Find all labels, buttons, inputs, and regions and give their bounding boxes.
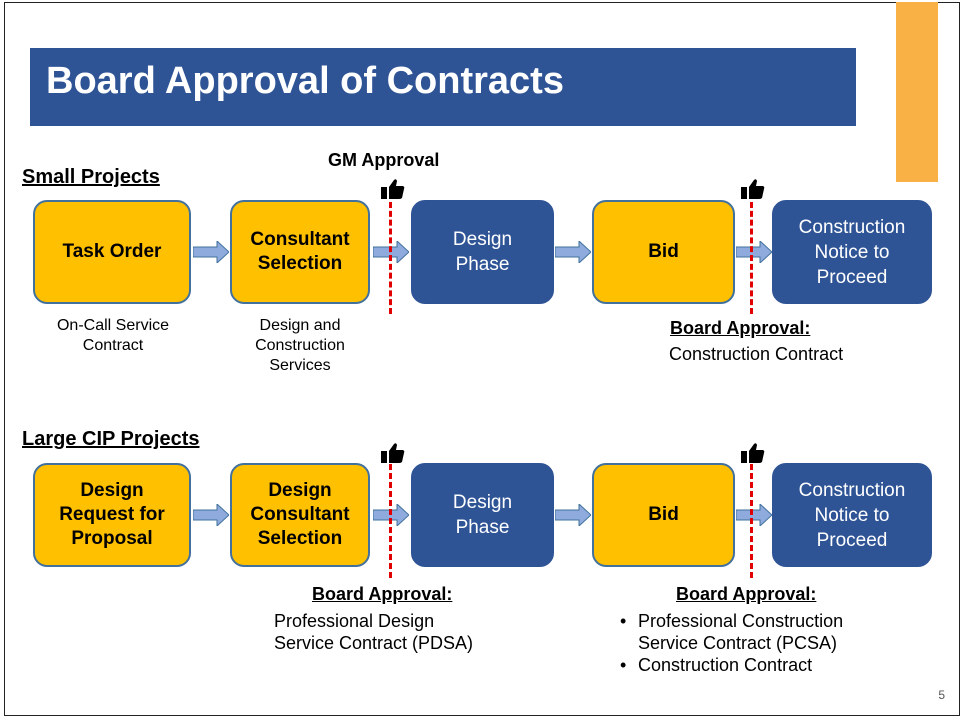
gm-approval-label: GM Approval xyxy=(328,150,440,170)
construction-approval-list: Professional Construction Service Contra… xyxy=(620,610,843,676)
task-order-box: Task Order xyxy=(33,200,191,304)
board-approval-divider xyxy=(750,202,753,314)
design-rfp-box: Design Request for Proposal xyxy=(33,463,191,567)
bid-label: Bid xyxy=(648,504,679,525)
arrow-right-icon xyxy=(736,241,772,263)
design-rfp-label: Design Request for Proposal xyxy=(59,480,165,549)
thumbs-up-icon xyxy=(381,443,405,463)
bid-box: Bid xyxy=(592,463,735,567)
consultant-selection-box: Consultant Selection xyxy=(230,200,370,304)
consultant-selection-label: Consultant Selection xyxy=(250,229,350,274)
board-approval-heading: Board Approval: xyxy=(676,584,817,604)
design-phase-box: Design Phase xyxy=(411,463,554,567)
arrow-right-icon xyxy=(736,504,772,526)
arrow-right-icon xyxy=(555,504,591,526)
thumbs-up-icon xyxy=(381,179,405,199)
list-item: Professional Construction Service Contra… xyxy=(620,610,843,654)
slide-title: Board Approval of Contracts xyxy=(46,60,564,102)
construction-ntp-box: Construction Notice to Proceed xyxy=(772,200,932,304)
thumbs-up-icon xyxy=(741,179,765,199)
title-bar xyxy=(30,48,856,126)
construction-ntp-label: Construction Notice to Proceed xyxy=(798,479,906,551)
construction-ntp-label: Construction Notice to Proceed xyxy=(798,216,906,288)
small-projects-label: Small Projects xyxy=(22,166,160,188)
board-approval-divider xyxy=(750,464,753,578)
board-approval-heading: Board Approval: xyxy=(670,318,811,338)
board-approval-divider xyxy=(389,464,392,578)
accent-bar xyxy=(896,2,938,182)
design-consultant-box: Design Consultant Selection xyxy=(230,463,370,567)
bid-box: Bid xyxy=(592,200,735,304)
arrow-right-icon xyxy=(193,504,229,526)
arrow-right-icon xyxy=(555,241,591,263)
design-phase-label: Design Phase xyxy=(452,229,513,275)
large-projects-label: Large CIP Projects xyxy=(22,428,200,450)
consultant-caption: Design and Construction Services xyxy=(255,317,345,374)
arrow-right-icon xyxy=(193,241,229,263)
board-approval-heading: Board Approval: xyxy=(312,584,453,604)
design-phase-box: Design Phase xyxy=(411,200,554,304)
task-order-caption: On-Call Service Contract xyxy=(56,317,170,354)
task-order-label: Task Order xyxy=(62,241,162,262)
design-phase-label: Design Phase xyxy=(452,492,513,538)
bid-label: Bid xyxy=(648,241,679,262)
gm-approval-divider xyxy=(389,202,392,314)
construction-ntp-box: Construction Notice to Proceed xyxy=(772,463,932,567)
board-approval-text: Construction Contract xyxy=(669,344,844,364)
list-item: Construction Contract xyxy=(620,654,843,676)
design-consultant-label: Design Consultant Selection xyxy=(250,480,350,549)
slide-frame xyxy=(4,2,960,716)
page-number: 5 xyxy=(938,688,945,702)
thumbs-up-icon xyxy=(741,443,765,463)
pdsa-text: Professional Design Service Contract (PD… xyxy=(274,611,474,653)
